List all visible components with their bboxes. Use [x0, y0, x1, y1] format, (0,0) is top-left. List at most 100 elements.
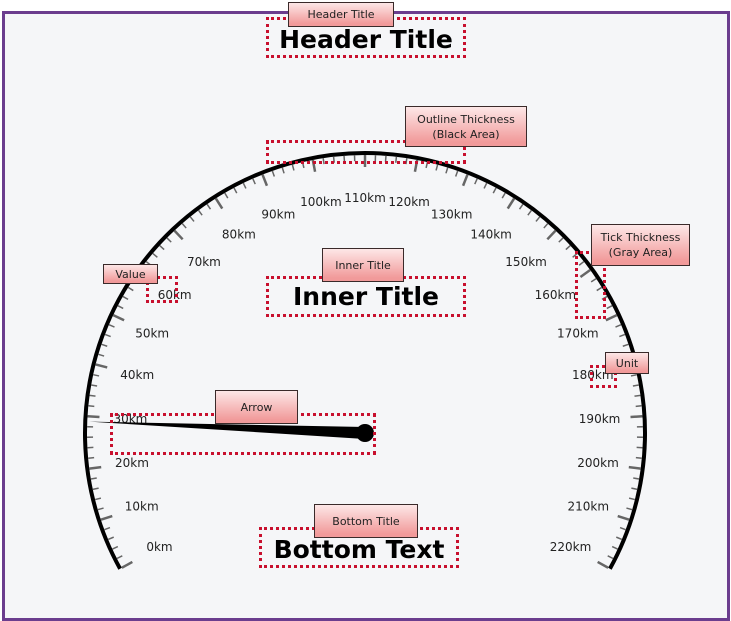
needle-arrow — [89, 421, 366, 439]
minor-tick — [90, 477, 97, 480]
minor-tick — [606, 305, 613, 310]
gauge-tick-labels: 0km10km20km30km40km50km60km70km80km90km1… — [113, 191, 620, 554]
bottom-text: Bottom Text — [273, 535, 445, 564]
major-tick — [579, 268, 591, 279]
minor-tick — [117, 305, 124, 310]
minor-tick — [92, 487, 99, 491]
minor-tick — [181, 223, 187, 229]
minor-tick — [93, 373, 100, 377]
minor-tick — [596, 286, 603, 292]
minor-tick — [632, 384, 639, 387]
major-tick — [605, 313, 618, 322]
tick-label: 200km — [577, 456, 619, 470]
inner-title: Inner Title — [293, 282, 439, 311]
minor-tick — [543, 223, 549, 229]
minor-tick — [558, 237, 564, 243]
minor-tick — [122, 295, 129, 301]
minor-tick — [104, 526, 111, 531]
minor-tick — [619, 333, 626, 338]
minor-tick — [626, 507, 633, 511]
tick-label: 10km — [125, 499, 159, 513]
minor-tick — [527, 209, 533, 216]
tick-label: 20km — [115, 456, 149, 470]
minor-tick — [94, 497, 102, 501]
minor-tick — [631, 487, 638, 491]
minor-tick — [435, 164, 439, 171]
minor-tick — [291, 164, 295, 171]
minor-tick — [233, 187, 238, 194]
minor-tick — [630, 373, 637, 377]
minor-tick — [633, 477, 640, 480]
minor-tick — [197, 209, 203, 216]
gauge-needle — [89, 421, 374, 442]
callout-unit: Unit — [605, 352, 649, 374]
minor-tick — [88, 456, 95, 459]
minor-tick — [152, 252, 158, 258]
minor-tick — [565, 244, 571, 251]
header-title: Header Title — [279, 25, 453, 54]
tick-highlight — [575, 251, 606, 319]
minor-tick — [159, 244, 165, 251]
minor-tick — [622, 343, 629, 347]
minor-tick — [619, 526, 626, 531]
tick-label: 90km — [261, 208, 295, 222]
minor-tick — [607, 555, 614, 560]
callout-arrow: Arrow — [215, 390, 298, 424]
major-tick — [461, 174, 469, 187]
minor-tick — [518, 203, 524, 210]
callout-tick-thickness: Tick Thickness(Gray Area) — [591, 224, 690, 266]
minor-tick — [98, 353, 105, 357]
minor-tick — [206, 203, 212, 210]
minor-tick — [590, 277, 597, 283]
tick-label: 210km — [567, 499, 609, 513]
minor-tick — [474, 178, 478, 185]
minor-tick — [281, 167, 285, 174]
minor-tick — [634, 394, 641, 397]
tick-label: 0km — [146, 540, 172, 554]
minor-tick — [242, 182, 247, 189]
major-tick — [630, 415, 643, 419]
minor-tick — [112, 545, 119, 550]
major-tick — [597, 560, 609, 569]
minor-tick — [615, 324, 622, 328]
tick-label: 70km — [187, 255, 221, 269]
minor-tick — [108, 324, 115, 328]
minor-tick — [635, 456, 642, 459]
minor-tick — [97, 507, 104, 511]
callout-inner-title: Inner Title — [322, 248, 404, 282]
tick-label: 150km — [505, 255, 547, 269]
needle-hub — [356, 424, 374, 442]
minor-tick — [101, 343, 108, 347]
minor-tick — [116, 555, 123, 560]
major-tick — [89, 465, 102, 470]
minor-tick — [189, 216, 195, 222]
outline-highlight — [266, 140, 466, 164]
minor-tick — [501, 192, 506, 199]
inner-title-highlight — [266, 276, 466, 317]
minor-tick — [611, 545, 618, 550]
tick-label: 100km — [300, 195, 342, 209]
minor-tick — [127, 286, 134, 292]
major-tick — [173, 229, 184, 241]
tick-label: 220km — [550, 540, 592, 554]
minor-tick — [445, 167, 449, 174]
major-tick — [261, 174, 269, 187]
unit-highlight — [590, 365, 617, 388]
minor-tick — [535, 216, 541, 222]
minor-tick — [578, 260, 585, 266]
minor-tick — [492, 187, 497, 194]
major-tick — [87, 415, 100, 419]
major-tick — [628, 465, 641, 470]
major-tick — [95, 363, 108, 369]
callout-bottom-title: Bottom Title — [314, 504, 418, 538]
major-tick — [214, 197, 224, 210]
minor-tick — [615, 536, 623, 541]
major-tick — [546, 229, 557, 241]
minor-tick — [271, 170, 276, 177]
major-tick — [617, 514, 630, 521]
minor-tick — [166, 237, 172, 243]
minor-tick — [454, 170, 459, 177]
tick-label: 170km — [557, 326, 599, 340]
minor-tick — [224, 192, 229, 199]
